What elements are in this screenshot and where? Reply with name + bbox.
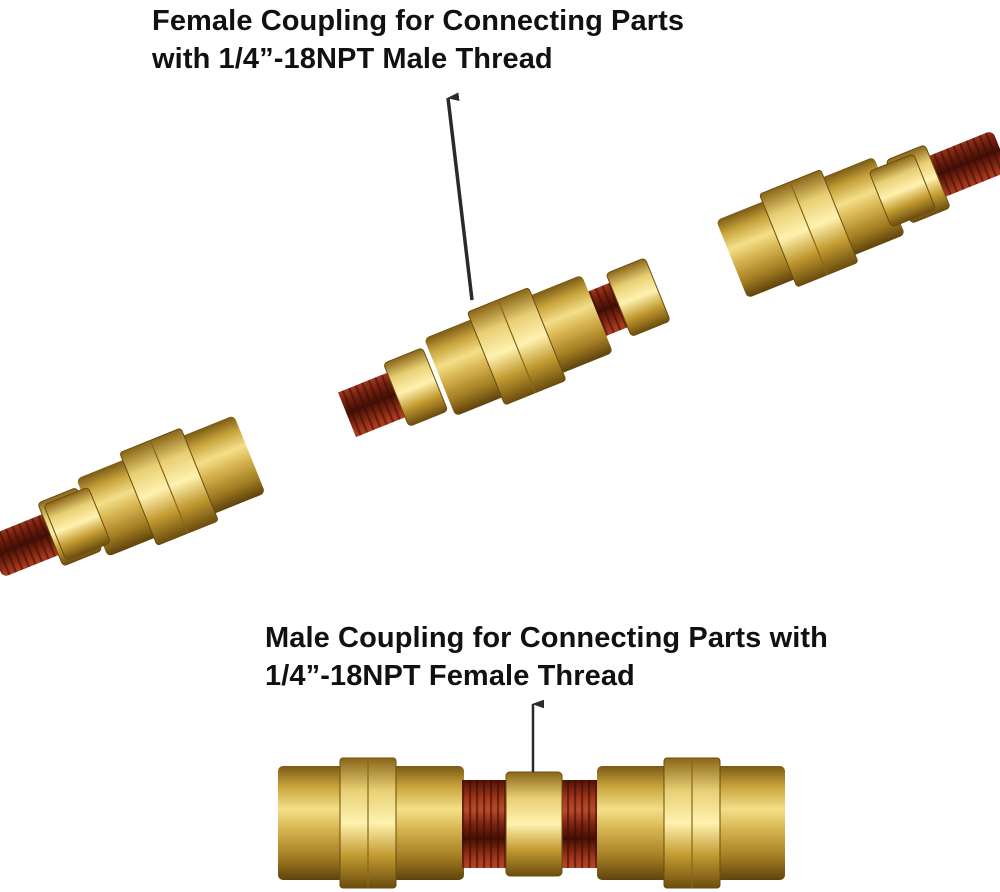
hex-nut bbox=[869, 154, 936, 227]
caption-top-line2: with 1/4”-18NPT Male Thread bbox=[152, 43, 553, 75]
hex-center bbox=[505, 771, 563, 877]
male-thread bbox=[924, 132, 1000, 198]
female-coupling bbox=[425, 276, 612, 415]
caption-top-line1: Female Coupling for Connecting Parts bbox=[152, 5, 685, 37]
arrow-top bbox=[446, 98, 474, 301]
caption-bottom-line1: Male Coupling for Connecting Parts with bbox=[265, 622, 828, 654]
hex-nut bbox=[606, 258, 670, 336]
female-coupling bbox=[77, 416, 264, 556]
fitting-male-coupling bbox=[278, 757, 785, 889]
hex-nut bbox=[384, 348, 448, 426]
hex-nut bbox=[44, 487, 110, 560]
female-coupling bbox=[717, 158, 904, 297]
caption-top: Female Coupling for Connecting Parts wit… bbox=[152, 2, 684, 78]
caption-bottom-line2: 1/4”-18NPT Female Thread bbox=[265, 660, 635, 692]
male-thread bbox=[0, 512, 67, 576]
caption-bottom: Male Coupling for Connecting Parts with … bbox=[265, 619, 828, 695]
fitting-assembly-long bbox=[0, 132, 1000, 576]
